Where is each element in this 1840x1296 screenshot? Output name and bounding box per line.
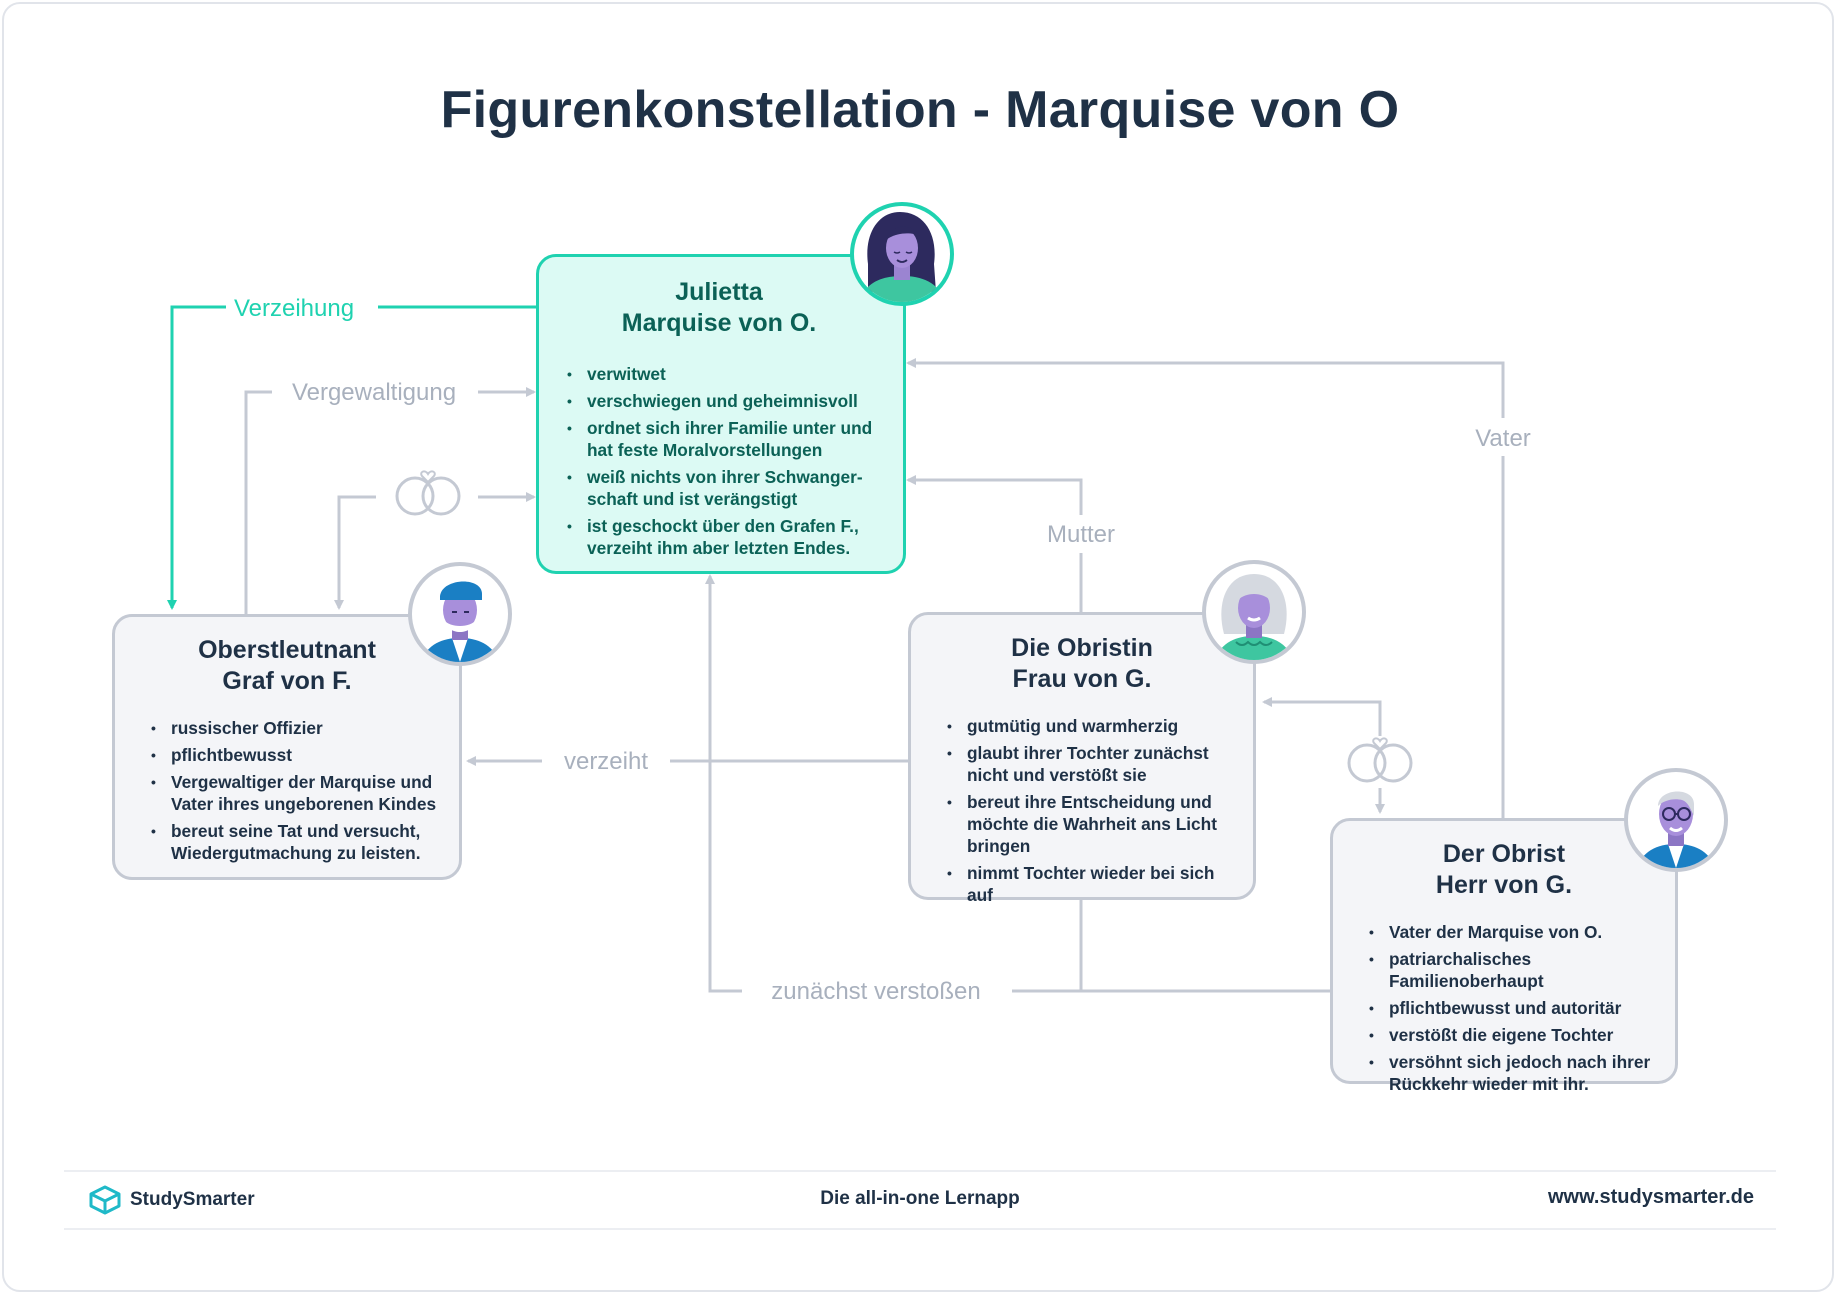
obristin-name: Die Obristin Frau von G. <box>1011 634 1153 693</box>
footer-tagline: Die all-in-one Lernapp <box>820 1188 1020 1209</box>
trait-item: pflichtbewusst <box>149 744 441 766</box>
woman-portrait-icon <box>858 212 946 302</box>
brand[interactable]: StudySmarter <box>88 1185 255 1215</box>
trait-item: verschwiegen und geheimnisvoll <box>565 390 873 412</box>
julietta-avatar <box>850 202 954 306</box>
brand-name: StudySmarter <box>130 1189 255 1210</box>
trait-item: bereut seine Tat und versucht, Wiedergut… <box>149 820 441 864</box>
obrist-avatar <box>1624 768 1728 872</box>
graf-name: Oberstleutnant Graf von F. <box>198 636 376 695</box>
trait-item: bereut ihre Entscheidung und möchte die … <box>945 791 1233 857</box>
older-man-portrait-icon <box>1636 791 1716 868</box>
older-woman-portrait-icon <box>1214 574 1294 660</box>
mutter-label: Mutter <box>1047 521 1115 548</box>
trait-item: patriarchalisches Familienoberhaupt <box>1367 948 1665 992</box>
trait-item: Vergewaltiger der Marquise und Vater ihr… <box>149 771 441 815</box>
graf-traits: russischer Offizier pflichtbewusst Verge… <box>149 717 441 864</box>
mutter-connector: Mutter <box>906 475 1128 612</box>
trait-item: versöhnt sich jedoch nach ihrer Rückkehr… <box>1367 1051 1665 1095</box>
julietta-name: Julietta Marquise von O. <box>621 278 817 337</box>
wedding-rings-icon <box>395 470 461 516</box>
marriage-graf-julietta-connector <box>334 470 536 610</box>
verzeihung-connector: Verzeihung <box>167 295 536 610</box>
footer-url[interactable]: www.studysmarter.de <box>1548 1186 1754 1208</box>
verzeihung-label: Verzeihung <box>234 295 354 322</box>
obrist-card: Der Obrist Herr von G. Vater der Marquis… <box>1330 818 1678 1094</box>
graf-card: Oberstleutnant Graf von F. russischer Of… <box>112 614 462 880</box>
obristin-avatar <box>1202 560 1306 664</box>
trait-item: gutmütig und warmherzig <box>945 715 1233 737</box>
trait-item: Vater der Marquise von O. <box>1367 921 1665 943</box>
zunaechst-verstossen-label: zunächst verstoßen <box>771 978 980 1005</box>
vergewaltigung-connector: Vergewaltigung <box>244 379 536 614</box>
trait-item: verstößt die eigene Tochter <box>1367 1024 1665 1046</box>
trait-item: verwitwet <box>565 363 873 385</box>
footer-divider <box>64 1170 1776 1172</box>
julietta-traits: verwitwet verschwiegen und geheimnisvoll… <box>565 363 873 559</box>
julietta-card: Julietta Marquise von O. verwitwet versc… <box>536 254 906 574</box>
marriage-obristin-obrist-connector <box>1262 697 1413 814</box>
trait-item: ist geschockt über den Grafen F., verzei… <box>565 515 873 559</box>
obristin-traits: gutmütig und warmherzig glaubt ihrer Toc… <box>945 715 1233 906</box>
page-title: Figurenkonstellation - Marquise von O <box>440 81 1400 139</box>
vater-connector: Vater <box>906 358 1546 818</box>
vergewaltigung-label: Vergewaltigung <box>292 379 456 406</box>
verzeiht-connector: verzeiht <box>466 748 908 775</box>
footer-divider <box>64 1228 1776 1230</box>
trait-item: glaubt ihrer Tochter zunächst nicht und … <box>945 742 1233 786</box>
zunaechst-verstossen-connector: zunächst verstoßen <box>705 574 1330 1005</box>
verzeiht-label: verzeiht <box>564 748 648 775</box>
trait-item: pflichtbewusst und autoritär <box>1367 997 1665 1019</box>
trait-item: weiß nichts von ihrer Schwanger-schaft u… <box>565 466 873 510</box>
obrist-traits: Vater der Marquise von O. patriarchalisc… <box>1367 921 1665 1095</box>
obristin-card: Die Obristin Frau von G. gutmütig und wa… <box>908 612 1256 905</box>
obrist-name: Der Obrist Herr von G. <box>1435 840 1573 899</box>
officer-portrait-icon <box>420 581 500 662</box>
trait-item: ordnet sich ihrer Familie unter und hat … <box>565 417 873 461</box>
wedding-rings-icon <box>1347 737 1413 783</box>
trait-item: russischer Offizier <box>149 717 441 739</box>
studysmarter-logo-icon <box>89 1185 121 1215</box>
vater-label: Vater <box>1475 425 1531 452</box>
trait-item: nimmt Tochter wieder bei sich auf <box>945 862 1233 906</box>
graf-avatar <box>408 562 512 666</box>
